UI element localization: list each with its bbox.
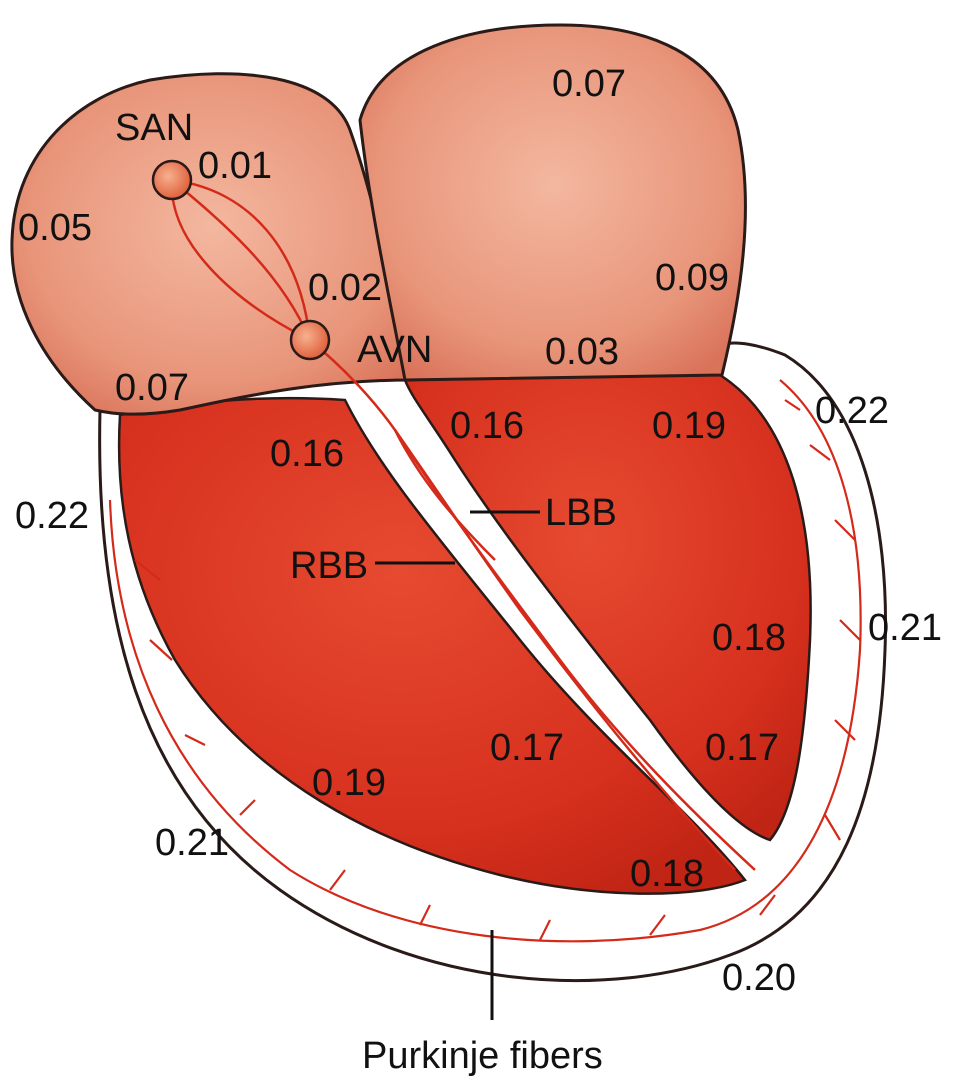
timing-right-atrium-base: 0.07 (115, 367, 189, 409)
timing-left-ventricle-low: 0.17 (705, 727, 779, 769)
timing-right-ventricle-apex: 0.18 (630, 853, 704, 895)
avn-label: AVN (357, 329, 432, 371)
timing-septum-left: 0.16 (450, 405, 524, 447)
timing-left-atrium-top: 0.07 (552, 63, 626, 105)
timing-epicardium-left-upper: 0.22 (15, 495, 89, 537)
timing-left-ventricle-mid: 0.18 (712, 617, 786, 659)
timing-left-atrium-side: 0.09 (655, 257, 729, 299)
timing-left-ventricle-top: 0.19 (652, 405, 726, 447)
timing-internodal: 0.02 (308, 267, 382, 309)
san-label: SAN (115, 107, 193, 149)
timing-epicardium-right-upper: 0.22 (815, 390, 889, 432)
timing-right-atrium-wall: 0.05 (18, 207, 92, 249)
purkinje-caption: Purkinje fibers (362, 1035, 603, 1077)
timing-san: 0.01 (198, 145, 272, 187)
rbb-label: RBB (290, 545, 368, 587)
timing-right-ventricle-mid: 0.17 (490, 727, 564, 769)
timing-right-ventricle-low: 0.19 (312, 762, 386, 804)
timing-left-atrium-base: 0.03 (545, 331, 619, 373)
timing-epicardium-apex: 0.20 (722, 957, 796, 999)
timing-epicardium-right-mid: 0.21 (868, 607, 942, 649)
sinoatrial-node (153, 161, 191, 199)
atrioventricular-node (291, 321, 329, 359)
lbb-label: LBB (545, 492, 617, 534)
timing-epicardium-left-lower: 0.21 (155, 822, 229, 864)
timing-septum-right: 0.16 (270, 433, 344, 475)
